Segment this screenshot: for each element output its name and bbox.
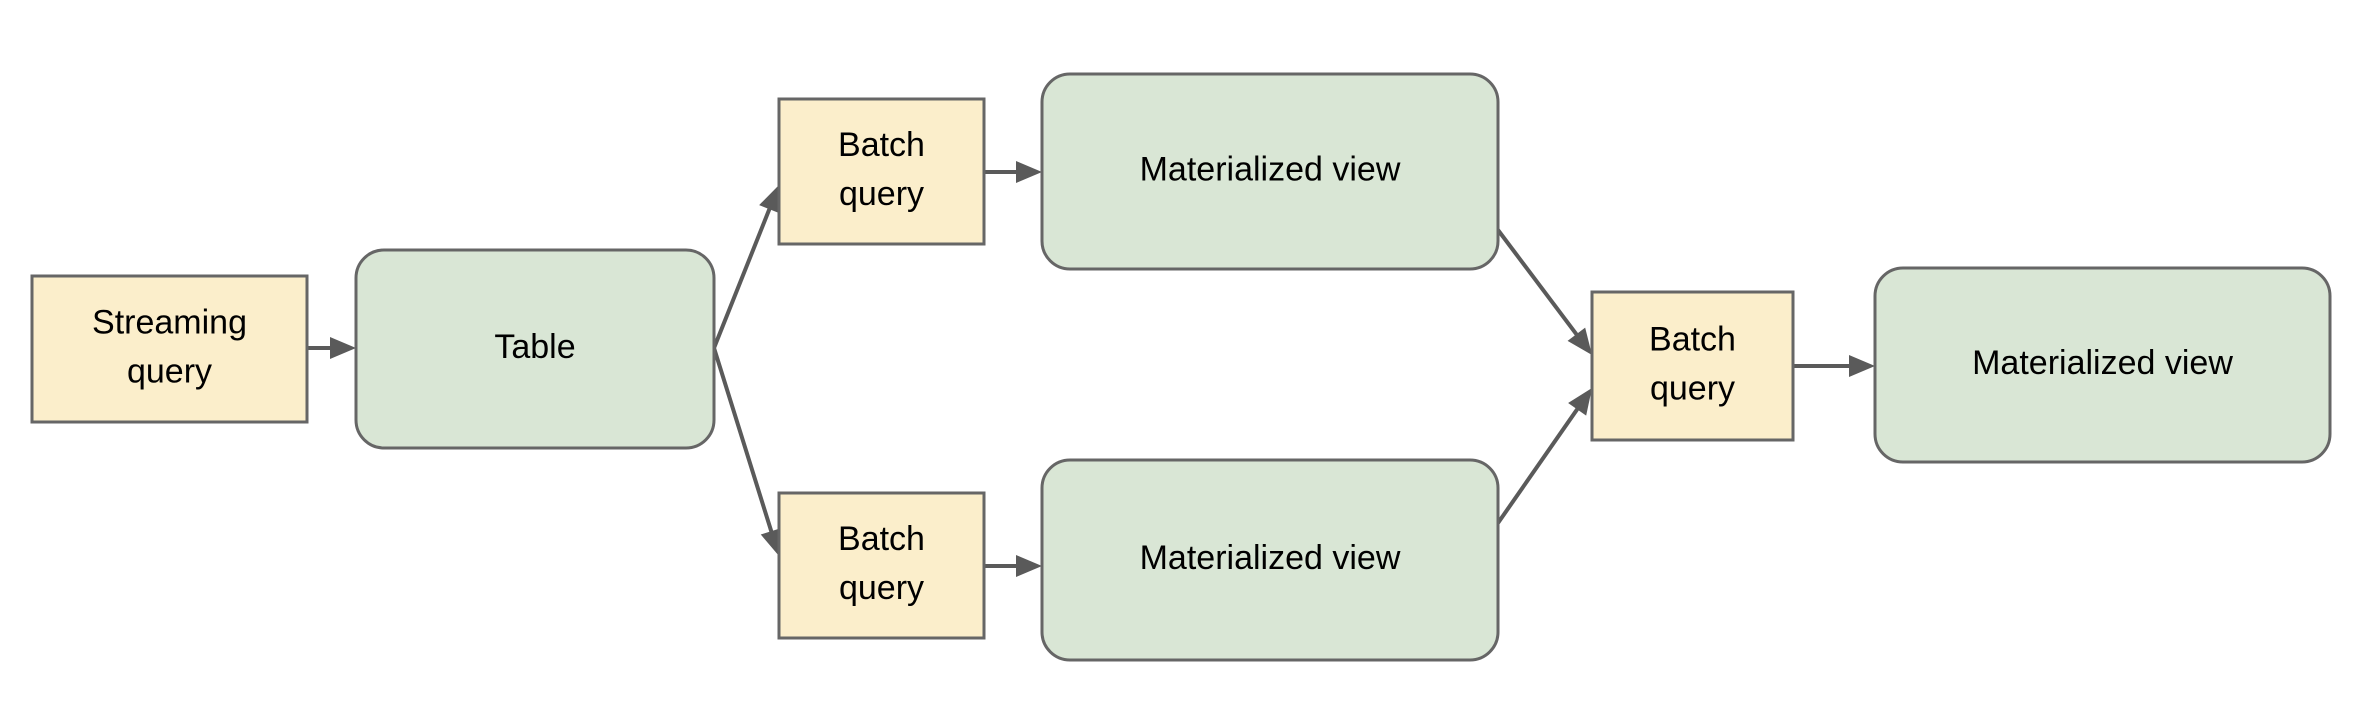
node-label-batch-query-bottom: Batch query xyxy=(838,520,925,607)
arrowhead-icon xyxy=(1849,355,1875,377)
node-label-line: Table xyxy=(494,328,575,366)
node-box-batch-query-top[interactable] xyxy=(777,97,986,246)
node-label-line: Materialized view xyxy=(1140,539,1401,577)
node-batch-query-merge[interactable]: Batch query xyxy=(1590,290,1795,442)
node-label-table: Table xyxy=(494,328,575,366)
node-materialized-view-top[interactable]: Materialized view xyxy=(1040,72,1500,271)
node-label-materialized-view-bottom: Materialized view xyxy=(1140,539,1401,577)
node-streaming-query[interactable]: Streaming query xyxy=(30,274,309,424)
node-label-line: query xyxy=(1650,369,1735,407)
arrowhead-icon xyxy=(759,185,780,214)
node-label-line: query xyxy=(839,175,924,213)
node-label-streaming-query: Streaming query xyxy=(92,303,247,390)
node-materialized-view-final[interactable]: Materialized view xyxy=(1873,266,2332,464)
arrowhead-icon xyxy=(330,337,356,359)
node-label-line: query xyxy=(127,352,212,390)
edge-line xyxy=(1496,406,1580,525)
node-label-line: Batch xyxy=(1649,320,1736,358)
node-box-materialized-view-final[interactable] xyxy=(1873,266,2332,464)
arrowhead-icon xyxy=(1567,327,1592,355)
node-label-line: Streaming xyxy=(92,303,247,341)
arrowhead-icon xyxy=(1016,161,1042,183)
arrowhead-icon xyxy=(1568,388,1592,416)
edge-line xyxy=(712,206,772,349)
node-label-line: Materialized view xyxy=(1140,150,1401,188)
node-materialized-view-bottom[interactable]: Materialized view xyxy=(1040,458,1500,662)
node-box-materialized-view-top[interactable] xyxy=(1040,72,1500,271)
node-box-table[interactable] xyxy=(354,248,716,450)
node-box-streaming-query[interactable] xyxy=(30,274,309,424)
node-table[interactable]: Table xyxy=(354,248,716,450)
edge-line xyxy=(1496,228,1580,338)
edge-table-to-batch-top xyxy=(712,185,780,349)
node-label-materialized-view-final: Materialized view xyxy=(1972,344,2233,382)
node-box-batch-query-merge[interactable] xyxy=(1590,290,1795,442)
node-label-line: Materialized view xyxy=(1972,344,2233,382)
edges-layer xyxy=(307,161,1875,577)
edge-view-top-to-merge xyxy=(1496,228,1592,355)
node-batch-query-top[interactable]: Batch query xyxy=(777,97,986,246)
edge-line xyxy=(712,347,774,534)
arrowhead-icon xyxy=(1016,555,1042,577)
node-label-line: Batch xyxy=(838,520,925,558)
node-batch-query-bottom[interactable]: Batch query xyxy=(777,491,986,640)
edge-view-bottom-to-merge xyxy=(1496,388,1592,525)
edge-merge-to-view-final xyxy=(1793,355,1875,377)
edge-streaming-to-table xyxy=(307,337,356,359)
node-label-line: query xyxy=(839,569,924,607)
edge-table-to-batch-bottom xyxy=(712,347,782,556)
edge-batch-top-to-view-top xyxy=(984,161,1042,183)
node-box-materialized-view-bottom[interactable] xyxy=(1040,458,1500,662)
edge-batch-bottom-to-view-bottom xyxy=(984,555,1042,577)
node-box-batch-query-bottom[interactable] xyxy=(777,491,986,640)
node-label-batch-query-top: Batch query xyxy=(838,126,925,213)
node-label-materialized-view-top: Materialized view xyxy=(1140,150,1401,188)
node-label-line: Batch xyxy=(838,126,925,164)
arrowhead-icon xyxy=(760,527,782,556)
node-label-batch-query-merge: Batch query xyxy=(1649,320,1736,407)
